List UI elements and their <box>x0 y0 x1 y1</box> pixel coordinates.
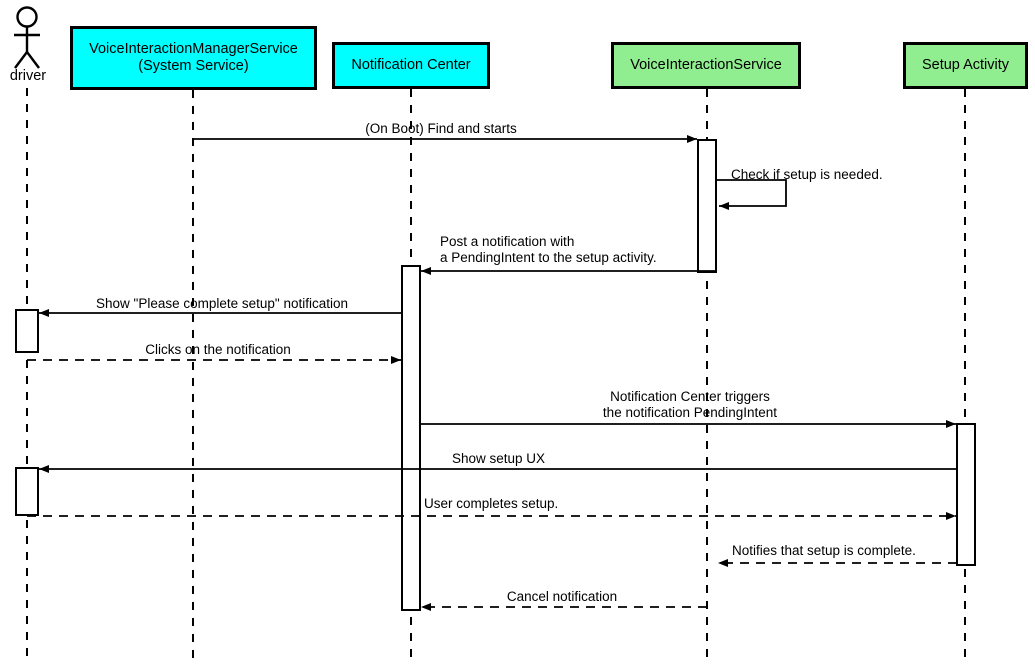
message-label-10: Cancel notification <box>506 589 618 604</box>
participant-box-setup-activity[interactable]: Setup Activity <box>903 42 1028 89</box>
message-label-9: Notifies that setup is complete. <box>732 543 916 558</box>
message-label-4: Show "Please complete setup" notificatio… <box>96 296 348 311</box>
message-label-6: Notification Center triggers the notific… <box>602 389 778 420</box>
participant-label-vims: VoiceInteractionManagerService (System S… <box>89 41 298 74</box>
message-label-7: Show setup UX <box>452 451 546 466</box>
message-label-8: User completes setup. <box>424 496 559 511</box>
message-label-2: Check if setup is needed. <box>731 167 883 182</box>
participant-label-notification-center: Notification Center <box>351 57 471 73</box>
message-label-3: Post a notification with a PendingIntent… <box>440 234 657 265</box>
activation-driver-1 <box>15 309 39 353</box>
participant-box-vis[interactable]: VoiceInteractionService <box>611 42 801 89</box>
participant-label-vis: VoiceInteractionService <box>630 57 782 73</box>
activation-setup-activity <box>956 423 976 566</box>
participant-box-notification-center[interactable]: Notification Center <box>332 42 490 89</box>
message-label-5: Clicks on the notification <box>145 342 291 357</box>
message-label-1: (On Boot) Find and starts <box>365 121 517 136</box>
activation-bars <box>15 139 976 611</box>
participant-label-setup-activity: Setup Activity <box>921 57 1010 73</box>
actor-driver-icon <box>14 6 40 69</box>
activation-driver-2 <box>15 467 39 516</box>
activation-notification-center <box>401 265 421 611</box>
participant-label-driver: driver <box>9 68 47 84</box>
participant-box-vims[interactable]: VoiceInteractionManagerService (System S… <box>70 26 317 90</box>
activation-vis <box>697 139 717 273</box>
message-arrow-2 <box>716 179 787 210</box>
message-arrows <box>27 135 957 611</box>
